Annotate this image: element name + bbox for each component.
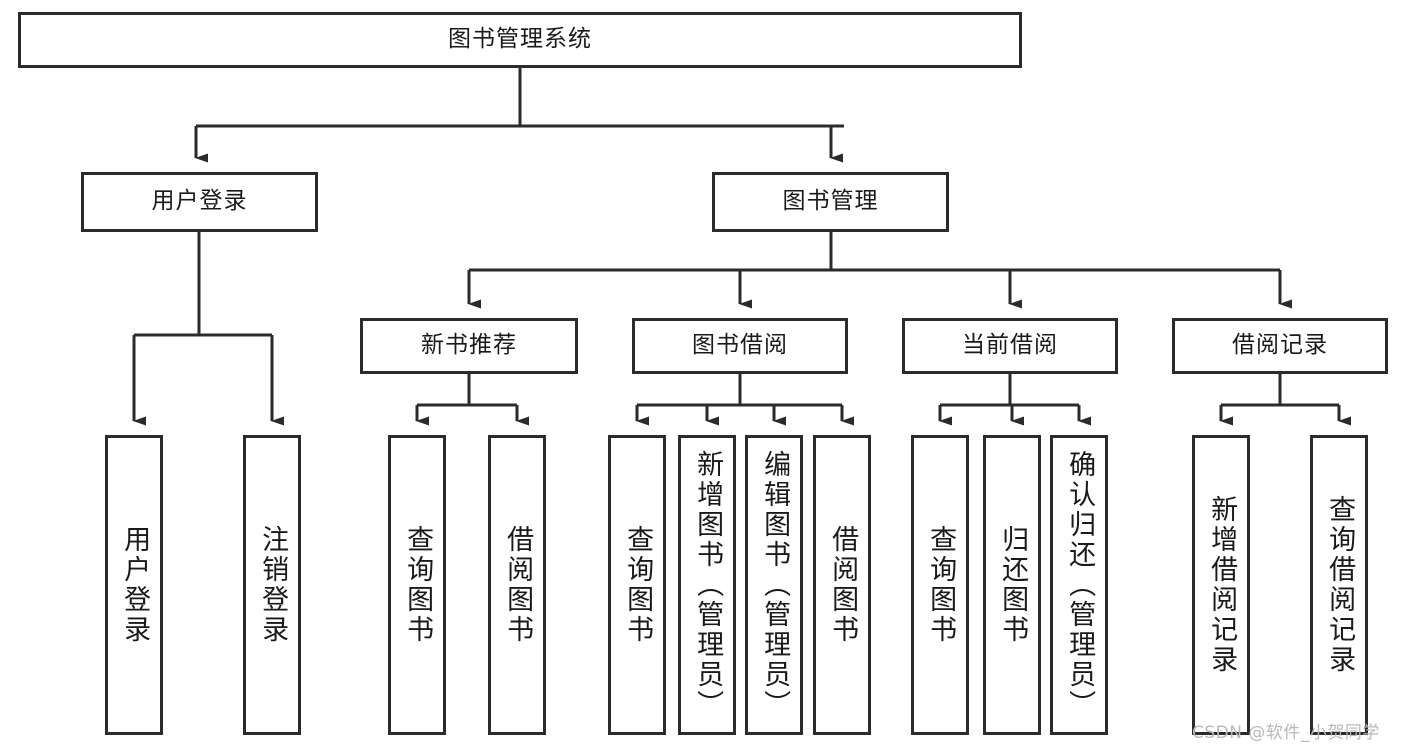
node-leaf-logout-label: 注销登录 [257,525,289,645]
node-leaf-query-book-rec[interactable]: 查询图书 [388,435,446,735]
node-leaf-user-login-label: 用户登录 [119,525,151,645]
node-current-borrow[interactable]: 当前借阅 [902,318,1118,374]
node-leaf-borrow-book-label: 借阅图书 [827,525,859,645]
node-leaf-borrow-book[interactable]: 借阅图书 [813,435,871,735]
node-borrow-record-label: 借阅记录 [1232,332,1328,359]
node-leaf-add-book-admin-label: 新增图书（管理员） [692,450,724,720]
node-leaf-query-borrow-record[interactable]: 查询借阅记录 [1310,435,1368,735]
node-leaf-query-book-current-label: 查询图书 [925,525,957,645]
node-leaf-query-book-borrow[interactable]: 查询图书 [608,435,666,735]
node-leaf-confirm-return-admin-label: 确认归还（管理员） [1064,450,1096,720]
node-book-management[interactable]: 图书管理 [712,172,949,232]
node-root-label: 图书管理系统 [448,26,592,53]
node-leaf-add-borrow-record-label: 新增借阅记录 [1206,495,1238,675]
node-new-book-recommend-label: 新书推荐 [421,332,517,359]
csdn-watermark: CSDN @软件_小贺同学 [1192,723,1380,743]
node-user-login-label: 用户登录 [151,188,248,215]
node-borrow-record[interactable]: 借阅记录 [1172,318,1388,374]
node-leaf-edit-book-admin[interactable]: 编辑图书（管理员） [745,435,803,735]
node-leaf-confirm-return-admin[interactable]: 确认归还（管理员） [1050,435,1108,735]
node-leaf-query-borrow-record-label: 查询借阅记录 [1324,495,1356,675]
node-leaf-borrow-book-rec-label: 借阅图书 [502,525,534,645]
node-leaf-return-book[interactable]: 归还图书 [983,435,1041,735]
node-user-login[interactable]: 用户登录 [81,172,318,232]
node-book-borrow-label: 图书借阅 [692,332,788,359]
node-leaf-add-book-admin[interactable]: 新增图书（管理员） [678,435,736,735]
node-current-borrow-label: 当前借阅 [962,332,1058,359]
node-book-management-label: 图书管理 [782,188,879,215]
node-leaf-logout[interactable]: 注销登录 [243,435,301,735]
node-leaf-user-login[interactable]: 用户登录 [105,435,163,735]
node-book-borrow[interactable]: 图书借阅 [632,318,848,374]
node-leaf-edit-book-admin-label: 编辑图书（管理员） [759,450,791,720]
node-new-book-recommend[interactable]: 新书推荐 [360,318,578,374]
node-leaf-return-book-label: 归还图书 [997,525,1029,645]
node-leaf-borrow-book-rec[interactable]: 借阅图书 [488,435,546,735]
node-root[interactable]: 图书管理系统 [18,12,1022,68]
node-leaf-query-book-borrow-label: 查询图书 [622,525,654,645]
node-leaf-query-book-current[interactable]: 查询图书 [911,435,969,735]
node-leaf-query-book-rec-label: 查询图书 [402,525,434,645]
node-leaf-add-borrow-record[interactable]: 新增借阅记录 [1192,435,1250,735]
